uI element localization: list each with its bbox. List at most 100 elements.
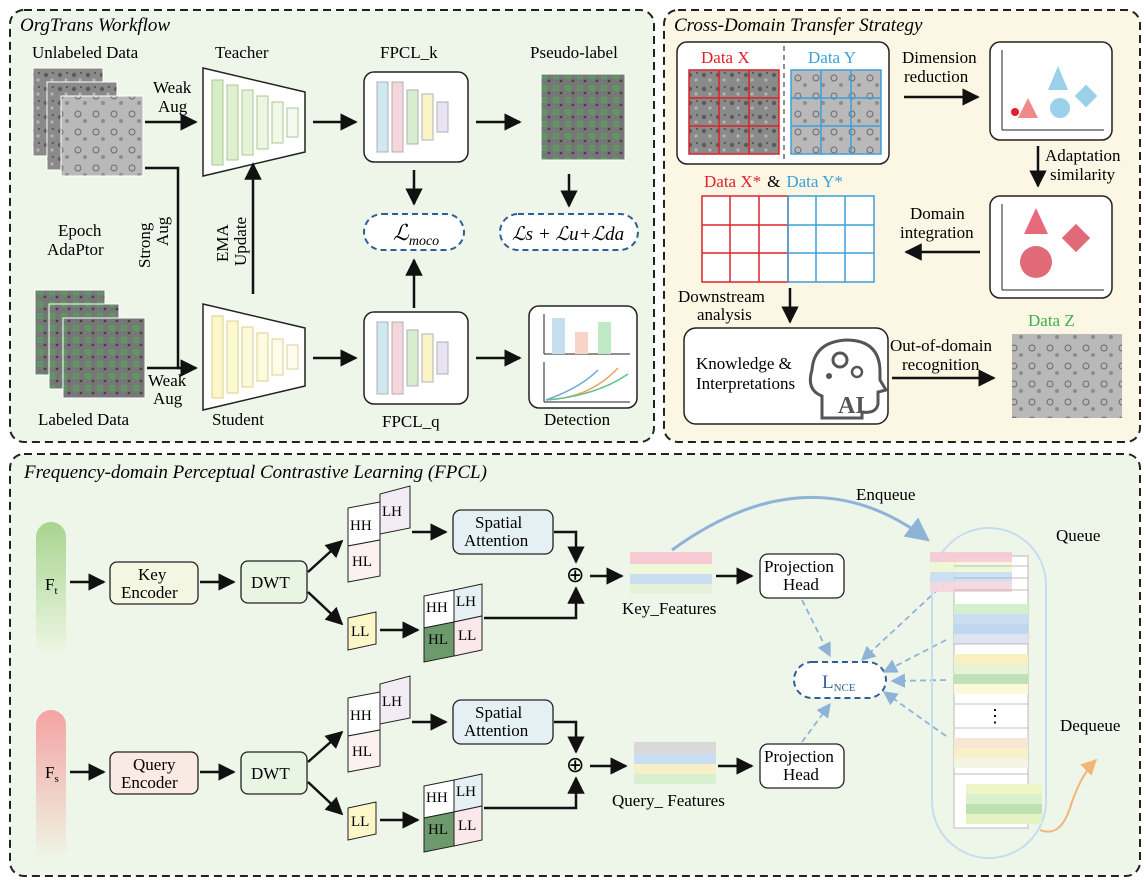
queue-label: Queue xyxy=(1056,526,1100,545)
projection-head-key xyxy=(759,553,845,599)
svg-text:LL: LL xyxy=(458,818,476,834)
spatial-attention-key xyxy=(452,509,554,555)
lnce-label: LNCE xyxy=(822,672,856,694)
svg-text:Spatial: Spatial xyxy=(475,703,522,722)
strong-aug-aug: Aug xyxy=(153,216,172,246)
strong-aug-strong: Strong xyxy=(135,222,154,268)
unlabeled-label: Unlabeled Data xyxy=(32,43,139,62)
scatter-separated xyxy=(989,41,1113,141)
svg-text:LH: LH xyxy=(456,784,476,800)
svg-text:DWT: DWT xyxy=(251,573,290,592)
loss-sum-box xyxy=(499,213,639,251)
svg-text:HL: HL xyxy=(352,554,372,570)
epoch-label: Epoch xyxy=(58,221,102,240)
dim-reduction-2: reduction xyxy=(904,67,969,86)
svg-text:Attention: Attention xyxy=(464,531,529,550)
svg-text:LL: LL xyxy=(351,624,369,640)
pseudo-label-title: Pseudo-label xyxy=(530,43,618,62)
weak-aug-bottom-aug: Aug xyxy=(153,389,183,408)
knowledge-2: Interpretations xyxy=(696,374,795,393)
svg-text:LL: LL xyxy=(458,628,476,644)
ll-query xyxy=(347,801,377,841)
workflow-panel: OrgTrans Workflow Unlabeled Data Labeled… xyxy=(9,9,655,443)
key-encoder-2: Encoder xyxy=(121,583,178,602)
data-x-label: Data X xyxy=(701,48,750,67)
svg-text:HL: HL xyxy=(352,744,372,760)
data-y-label: Data Y xyxy=(808,48,856,67)
fpcl-q-box xyxy=(363,311,469,405)
weak-aug-top-weak: Weak xyxy=(153,78,192,97)
transfer-title: Cross-Domain Transfer Strategy xyxy=(674,15,923,36)
svg-text:HH: HH xyxy=(426,790,448,806)
ft-bar xyxy=(36,522,66,656)
workflow-title: OrgTrans Workflow xyxy=(20,15,170,36)
knowledge-1: Knowledge & xyxy=(696,354,792,373)
data-z-label: Data Z xyxy=(1028,311,1075,330)
student-network xyxy=(202,303,306,411)
dwt-query xyxy=(240,751,308,795)
spatial-attention-query xyxy=(452,699,554,745)
queue-dots: ⋮ xyxy=(986,706,1004,726)
svg-text:HL: HL xyxy=(428,632,448,648)
svg-text:LL: LL xyxy=(351,814,369,830)
data-x-grid xyxy=(688,69,780,155)
domain-integration-1: Domain xyxy=(910,204,965,223)
loss-sum: ℒs + ℒu+ℒda xyxy=(512,224,624,245)
svg-text:LH: LH xyxy=(382,694,402,710)
teacher-label: Teacher xyxy=(215,43,269,62)
enqueue-arrow xyxy=(671,496,930,552)
svg-text:HH: HH xyxy=(350,518,372,534)
ft-label: Ft xyxy=(45,575,58,597)
downstream-2: analysis xyxy=(697,305,752,324)
transfer-panel: Cross-Domain Transfer Strategy Data X Da… xyxy=(663,9,1141,443)
data-y-grid xyxy=(790,69,882,155)
domain-integration-2: integration xyxy=(900,223,974,242)
svg-text:Attention: Attention xyxy=(464,721,529,740)
adaptation-2: similarity xyxy=(1050,165,1116,184)
queue-stack xyxy=(930,552,1042,829)
ood-1: Out-of-domain xyxy=(890,336,992,355)
dequeue-arrow xyxy=(1039,758,1098,833)
key-features-bar xyxy=(630,552,712,594)
query-encoder-2: Encoder xyxy=(121,773,178,792)
integrated-grid xyxy=(701,195,875,283)
svg-text:Head: Head xyxy=(783,765,819,784)
ai-head-icon xyxy=(808,338,889,420)
detection-label: Detection xyxy=(544,410,611,429)
queue-capsule xyxy=(931,527,1047,859)
data-z-image xyxy=(1012,334,1122,418)
key-features-label: Key_Features xyxy=(622,599,716,618)
ll-key xyxy=(347,611,377,651)
adaptor-label: AdaPtor xyxy=(47,240,104,259)
teacher-network xyxy=(202,67,306,177)
dim-reduction-1: Dimension xyxy=(902,48,977,67)
ai-label: AI xyxy=(838,393,865,419)
update-label: Update xyxy=(231,217,250,266)
fs-label: Fs xyxy=(45,763,59,785)
projection-head-query xyxy=(759,743,845,789)
enqueue-label: Enqueue xyxy=(856,485,915,504)
student-label: Student xyxy=(212,410,264,429)
loss-moco: ℒmoco xyxy=(393,220,439,249)
lnce-box xyxy=(793,661,887,699)
svg-text:Head: Head xyxy=(783,575,819,594)
svg-text:HL: HL xyxy=(428,822,448,838)
weak-aug-bottom-weak: Weak xyxy=(148,371,187,390)
svg-text:HH: HH xyxy=(426,600,448,616)
unlabeled-image-stack xyxy=(32,67,144,177)
oplus-query: ⊕ xyxy=(566,752,584,777)
dequeue-label: Dequeue xyxy=(1060,716,1120,735)
pseudo-label-image xyxy=(540,73,626,161)
downstream-1: Downstream xyxy=(678,287,765,306)
svg-text:DWT: DWT xyxy=(251,764,290,783)
svg-text:Projection: Projection xyxy=(764,557,834,576)
svg-text:LH: LH xyxy=(382,504,402,520)
query-encoder xyxy=(109,751,199,795)
labeled-image-stack xyxy=(34,289,146,399)
svg-text:LH: LH xyxy=(456,594,476,610)
query-features-bar xyxy=(634,742,716,784)
ood-2: recognition xyxy=(902,355,980,374)
fpcl-q-label: FPCL_q xyxy=(382,412,440,431)
fpcl-title: Frequency-domain Perceptual Contrastive … xyxy=(23,462,487,483)
